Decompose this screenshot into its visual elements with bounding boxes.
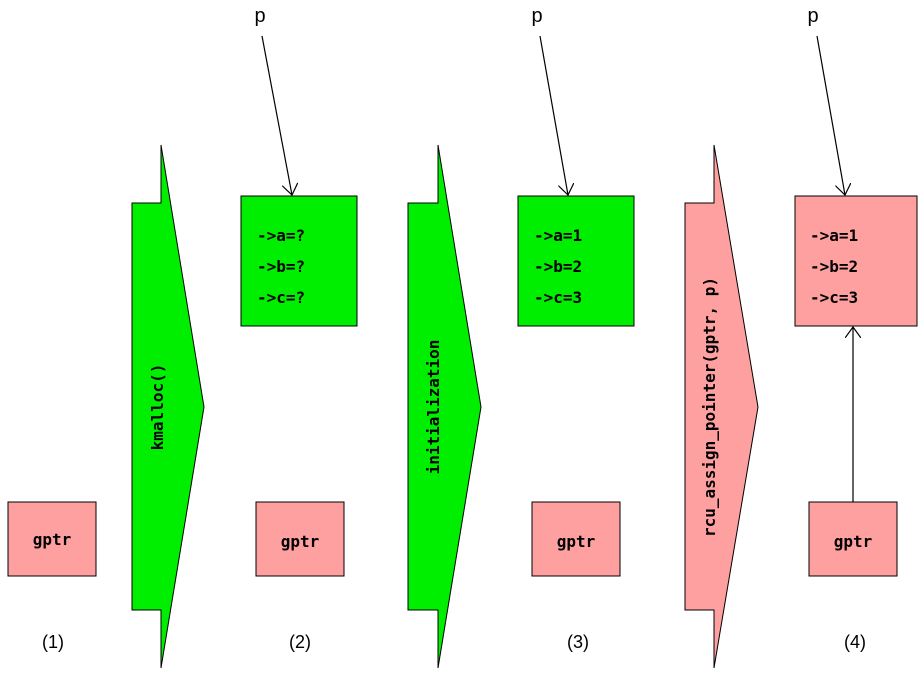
stage-3: p ->a=1 ->b=2 ->c=3 gptr (3) — [517, 5, 635, 652]
stage-caption: (4) — [844, 632, 866, 652]
pointer-label-p: p — [807, 5, 818, 27]
struct-field-a: ->a=1 — [810, 226, 858, 245]
transition-arrow-shape — [684, 144, 759, 669]
gptr-label: gptr — [281, 532, 320, 551]
struct-field-b: ->b=2 — [534, 257, 582, 276]
pointer-label-p: p — [531, 5, 542, 27]
gptr-box — [7, 501, 97, 577]
struct-box — [240, 195, 358, 327]
gptr-box — [808, 501, 898, 577]
struct-field-a: ->a=1 — [534, 226, 582, 245]
stage-2: p ->a=? ->b=? ->c=? gptr (2) — [240, 5, 358, 652]
pointer-label-p: p — [254, 5, 265, 27]
transition-label: initialization — [424, 340, 443, 475]
struct-field-b: ->b=2 — [810, 257, 858, 276]
stage-caption: (2) — [289, 632, 311, 652]
pointer-arrow — [816, 35, 845, 195]
pointer-arrow — [539, 35, 568, 195]
pointer-arrow — [261, 35, 292, 195]
stage-caption: (1) — [42, 632, 64, 652]
transition-label: rcu_assign_pointer(gptr, p) — [700, 277, 719, 537]
struct-field-b: ->b=? — [257, 257, 305, 276]
transition-initialization: initialization — [407, 144, 482, 669]
struct-field-c: ->c=3 — [810, 288, 858, 307]
struct-field-c: ->c=? — [257, 288, 305, 307]
gptr-label: gptr — [33, 530, 72, 549]
transition-arrow-shape — [407, 144, 482, 669]
transition-rcu-assign-pointer: rcu_assign_pointer(gptr, p) — [684, 144, 759, 669]
gptr-box — [255, 501, 345, 577]
transition-label: kmalloc() — [148, 364, 167, 451]
struct-box — [794, 195, 918, 327]
gptr-label: gptr — [557, 532, 596, 551]
gptr-box — [531, 501, 621, 577]
transition-arrow-shape — [131, 144, 205, 669]
stage-caption: (3) — [567, 632, 589, 652]
gptr-label: gptr — [834, 532, 873, 551]
struct-field-c: ->c=3 — [534, 288, 582, 307]
stage-1: gptr (1) — [7, 501, 97, 652]
stage-4: p ->a=1 ->b=2 ->c=3 gptr (4) — [794, 5, 918, 652]
struct-field-a: ->a=? — [257, 226, 305, 245]
struct-box — [517, 195, 635, 327]
transition-kmalloc: kmalloc() — [131, 144, 205, 669]
